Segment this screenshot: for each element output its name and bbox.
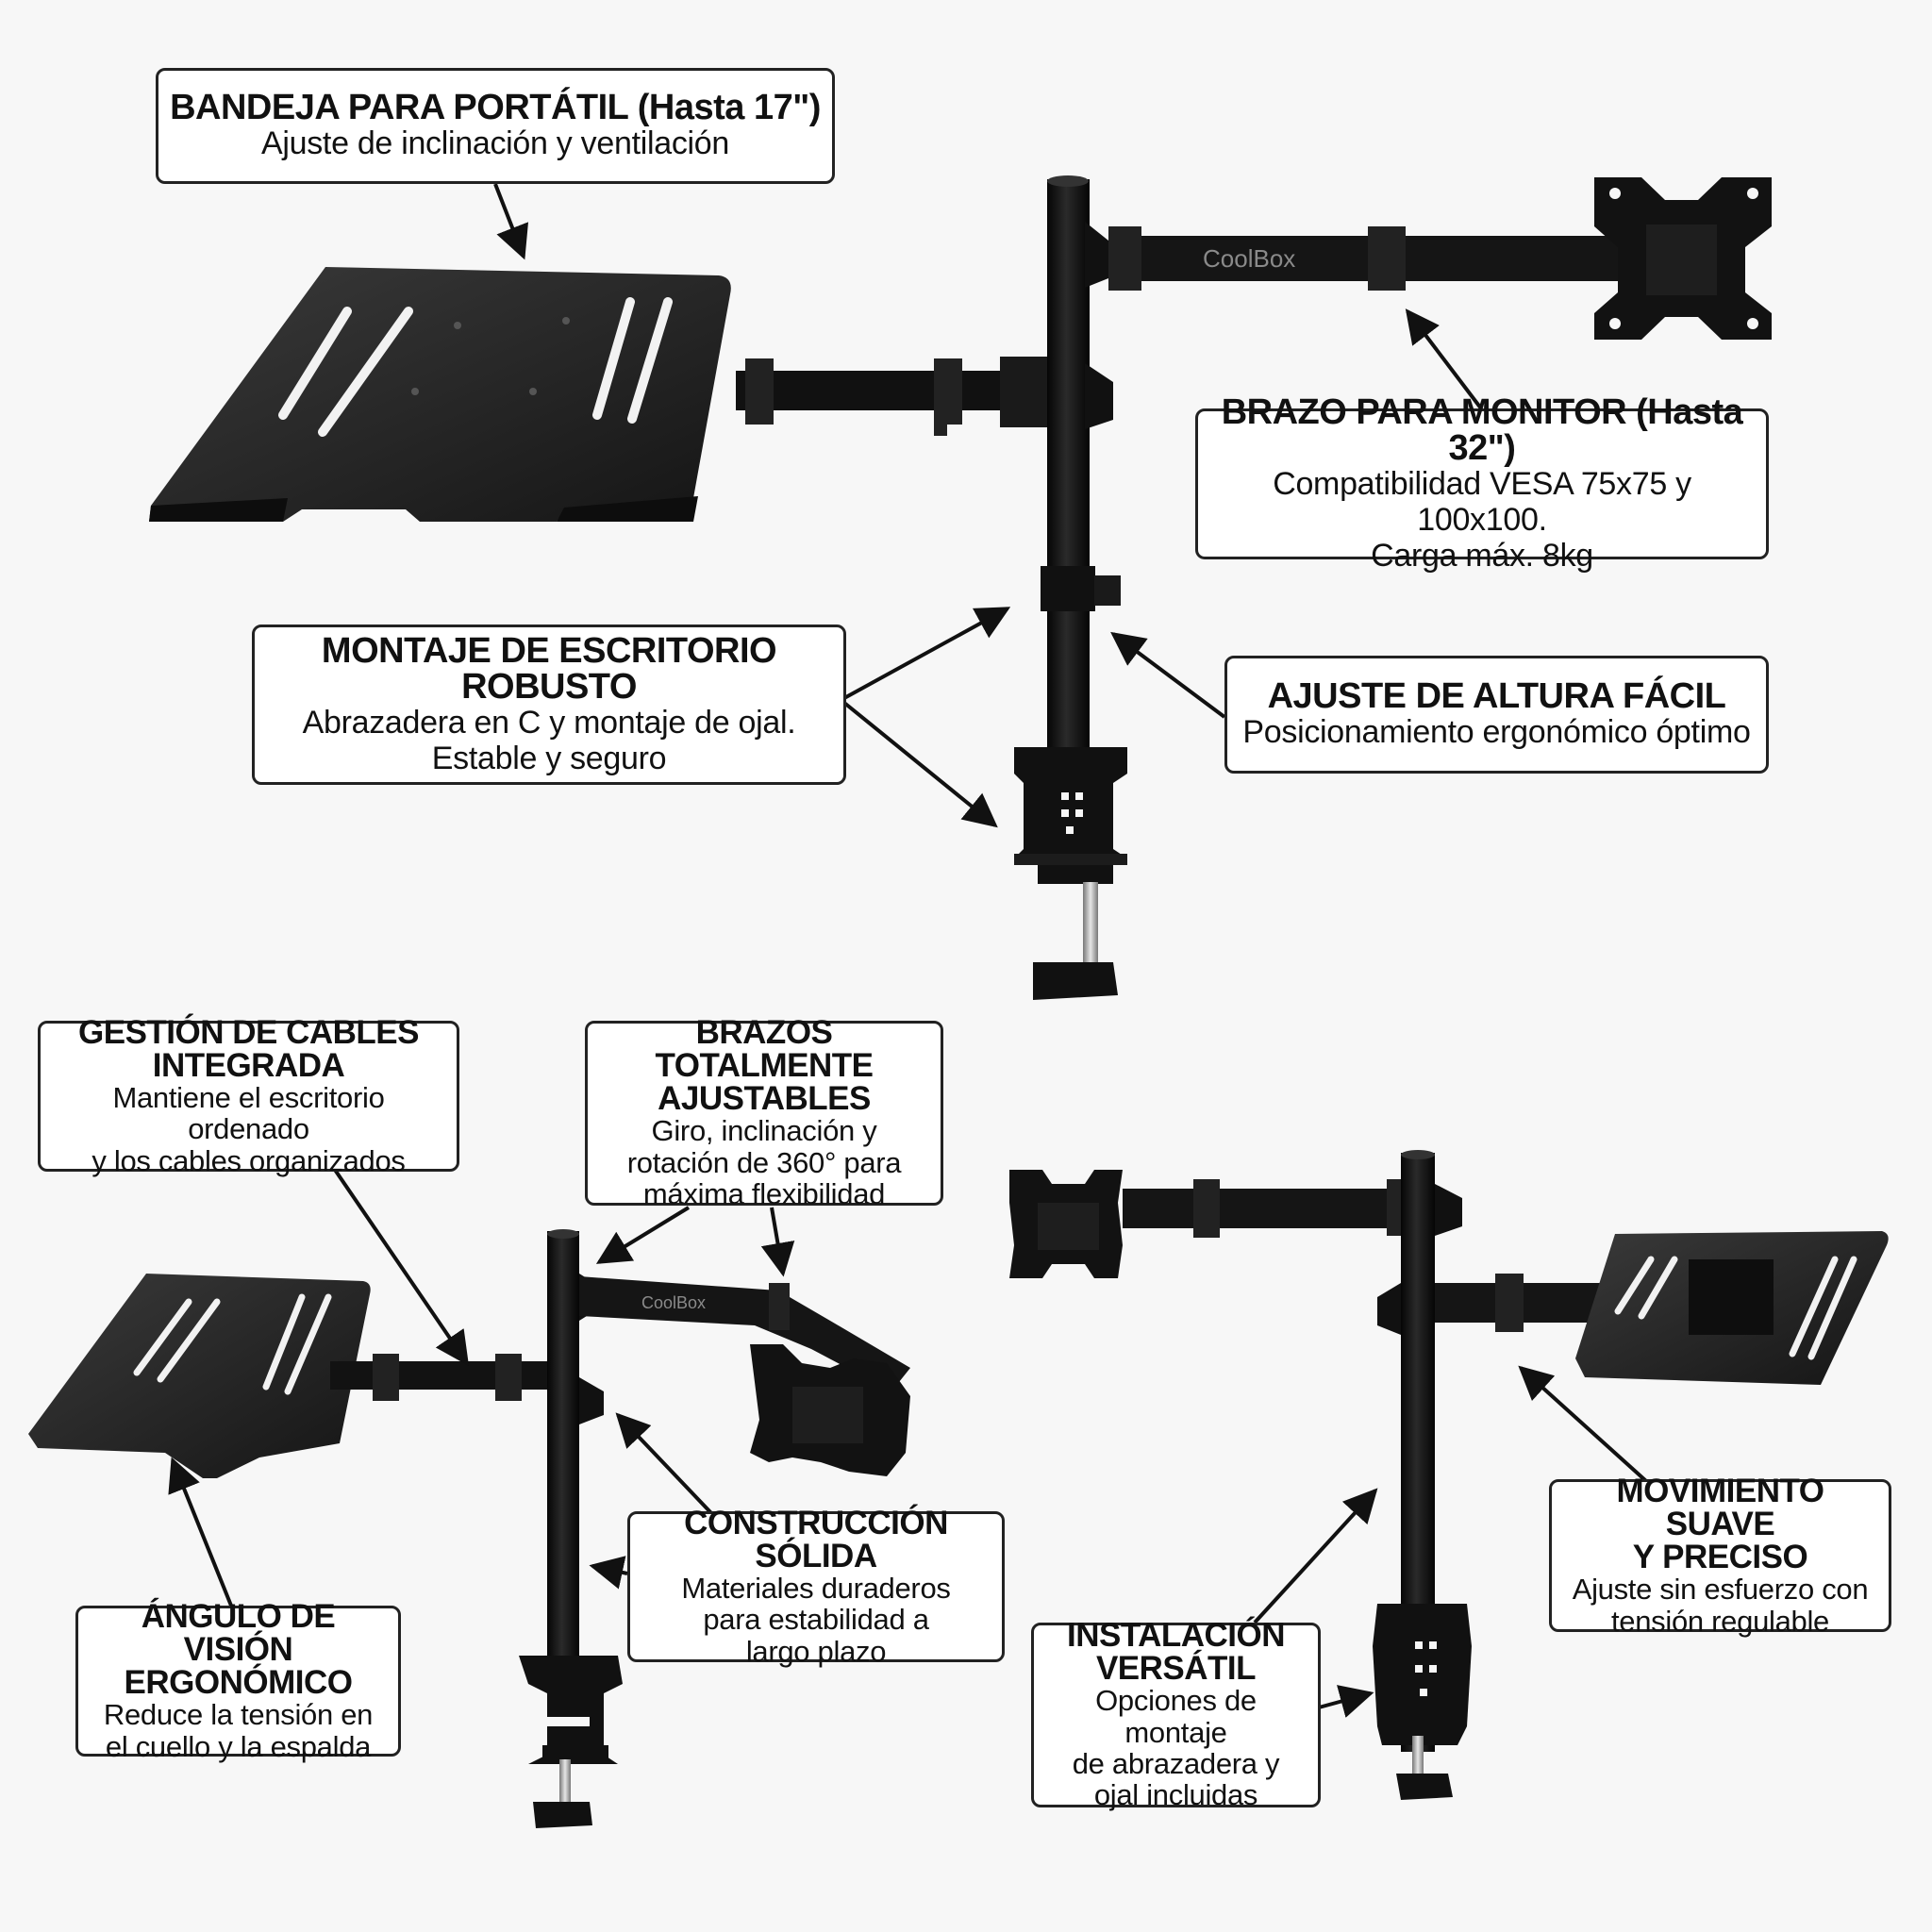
callout-instalacion-title-2: VERSÁTIL <box>1095 1650 1257 1688</box>
callout-instalacion-title-1: INSTALACIÓN <box>1066 1617 1286 1655</box>
callout-angulo-desc-1: Reduce la tensión en <box>103 1698 374 1732</box>
callout-altura: AJUSTE DE ALTURA FÁCIL Posicionamiento e… <box>1224 656 1769 774</box>
callout-brazo-monitor-desc-2: Carga máx. 8kg <box>1371 538 1593 575</box>
callout-brazos-title-2: AJUSTABLES <box>658 1080 871 1118</box>
callout-angulo-title-1: ÁNGULO DE VISIÓN <box>141 1598 336 1669</box>
callout-arrows <box>168 183 1648 1718</box>
callout-brazos-desc-2: rotación de 360° para <box>626 1145 902 1179</box>
callout-montaje: MONTAJE DE ESCRITORIO ROBUSTO Abrazadera… <box>252 625 846 785</box>
desk-clamp-top <box>1014 747 1127 1000</box>
brand-logo-left: CoolBox <box>641 1293 706 1312</box>
callout-instalacion-desc-1: Opciones de montaje <box>1095 1684 1257 1749</box>
secondary-mount-left: CoolBox <box>28 1229 910 1828</box>
callout-angulo-title-2: ERGONÓMICO <box>124 1664 353 1702</box>
callout-brazos-desc-3: máxima flexibilidad <box>642 1177 886 1211</box>
callout-altura-desc: Posicionamiento ergonómico óptimo <box>1242 714 1751 751</box>
main-desk-mount: CoolBox <box>149 175 1772 1000</box>
callout-movimiento-desc-1: Ajuste sin esfuerzo con <box>1572 1573 1869 1607</box>
callout-angulo: ÁNGULO DE VISIÓN ERGONÓMICO Reduce la te… <box>75 1600 401 1762</box>
callout-bandeja: BANDEJA PARA PORTÁTIL (Hasta 17") Ajuste… <box>156 68 835 184</box>
monitor-arm-top: CoolBox <box>1108 226 1637 291</box>
callout-construccion: CONSTRUCCIÓN SÓLIDA Materiales duraderos… <box>627 1507 1005 1667</box>
callout-montaje-title: MONTAJE DE ESCRITORIO ROBUSTO <box>321 630 777 707</box>
laptop-tray-top <box>149 267 731 522</box>
callout-construccion-desc-3: largo plazo <box>745 1634 887 1668</box>
callout-cables-desc-1: Mantiene el escritorio ordenado <box>112 1080 385 1146</box>
callout-cables-desc-2: y los cables organizados <box>92 1143 406 1177</box>
callout-instalacion: INSTALACIÓN VERSÁTIL Opciones de montaje… <box>1031 1619 1321 1812</box>
callout-montaje-desc-1: Abrazadera en C y montaje de ojal. <box>302 704 796 741</box>
brand-logo-top: CoolBox <box>1203 244 1295 273</box>
callout-construccion-desc-2: para estabilidad a <box>703 1603 929 1637</box>
callout-angulo-desc-2: el cuello y la espalda <box>105 1729 372 1763</box>
callout-movimiento-title-1: MOVIMIENTO SUAVE <box>1616 1473 1824 1543</box>
callout-movimiento-desc-2: tensión regulable <box>1610 1604 1830 1638</box>
callout-brazo-monitor-title: BRAZO PARA MONITOR (Hasta 32") <box>1221 391 1743 468</box>
callout-altura-title: AJUSTE DE ALTURA FÁCIL <box>1267 676 1726 717</box>
callout-cables-title-2: INTEGRADA <box>152 1046 345 1084</box>
callout-construccion-title-1: CONSTRUCCIÓN SÓLIDA <box>684 1504 948 1574</box>
callout-brazos: BRAZOS TOTALMENTE AJUSTABLES Giro, incli… <box>585 1016 943 1211</box>
callout-bandeja-desc: Ajuste de inclinación y ventilación <box>260 125 729 162</box>
laptop-arm-top <box>736 357 1047 436</box>
callout-brazos-desc-1: Giro, inclinación y <box>651 1114 877 1148</box>
callout-construccion-desc-1: Materiales duraderos <box>681 1571 951 1605</box>
callout-instalacion-desc-2: de abrazadera y <box>1072 1747 1280 1780</box>
callout-bandeja-title: BANDEJA PARA PORTÁTIL (Hasta 17") <box>170 88 821 128</box>
callout-instalacion-desc-3: ojal incluidas <box>1093 1778 1258 1812</box>
vesa-plate-top <box>1594 177 1772 340</box>
callout-movimiento-title-2: Y PRECISO <box>1632 1539 1808 1576</box>
callout-brazos-title-1: BRAZOS TOTALMENTE <box>655 1014 874 1085</box>
callout-brazo-monitor: BRAZO PARA MONITOR (Hasta 32") Compatibi… <box>1195 394 1769 574</box>
callout-cables-title-1: GESTIÓN DE CABLES <box>78 1013 419 1051</box>
secondary-mount-right <box>1009 1150 1889 1800</box>
callout-cables: GESTIÓN DE CABLES INTEGRADA Mantiene el … <box>38 1016 459 1176</box>
mount-pole-top <box>1047 179 1090 759</box>
callout-montaje-desc-2: Estable y seguro <box>431 741 667 776</box>
callout-brazo-monitor-desc-1: Compatibilidad VESA 75x75 y 100x100. <box>1273 465 1691 538</box>
callout-movimiento: MOVIMIENTO SUAVE Y PRECISO Ajuste sin es… <box>1549 1474 1891 1637</box>
